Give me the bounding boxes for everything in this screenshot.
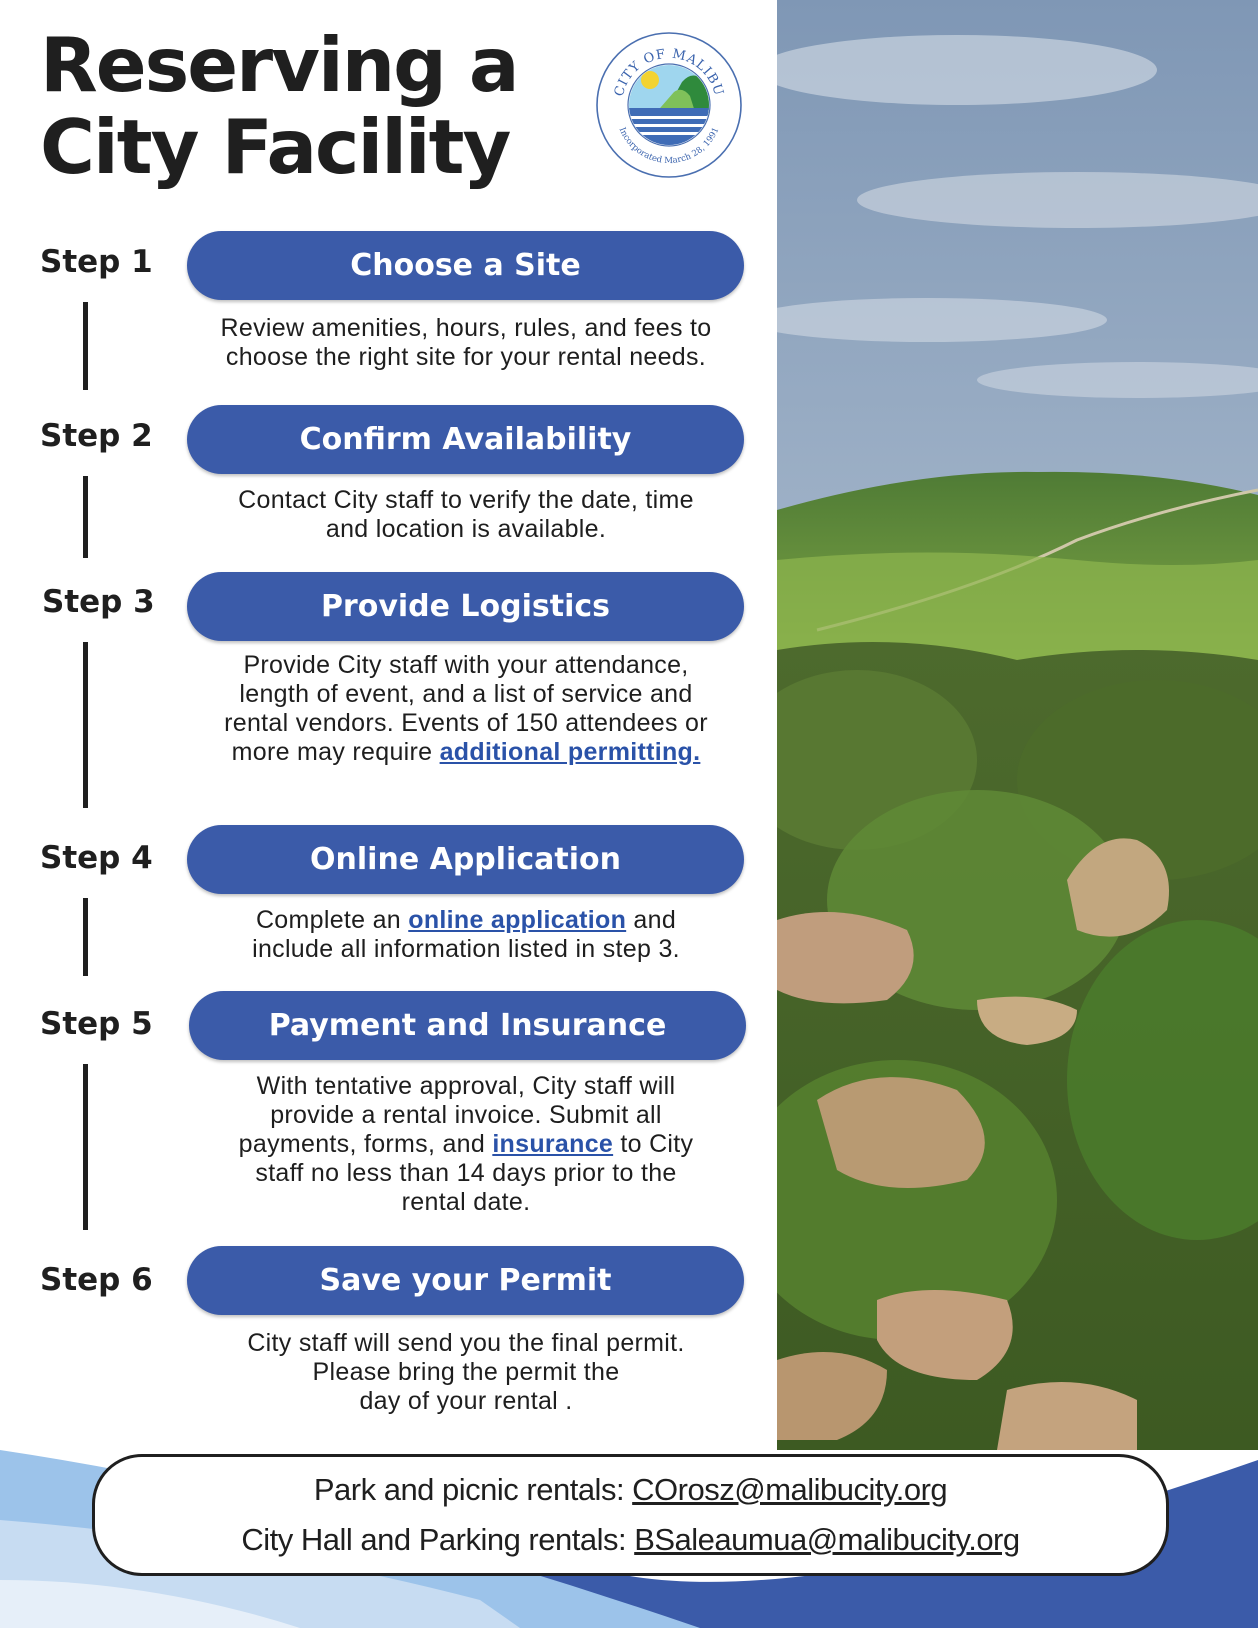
step-5-desc-line: payments, forms, and insurance to City — [175, 1130, 757, 1159]
step-2-desc-line: and location is available. — [325, 515, 607, 543]
step-6-label: Step 6 — [40, 1262, 153, 1298]
contact-label: City Hall and Parking rentals: — [241, 1522, 635, 1557]
step-1-label: Step 1 — [40, 244, 153, 280]
insurance-link[interactable]: insurance — [492, 1130, 614, 1158]
step-2-description: Contact City staff to verify the date, t… — [175, 486, 757, 544]
landscape-photo — [777, 0, 1258, 1450]
step-5-desc-line: rental date. — [401, 1188, 531, 1216]
step-1-desc-line: choose the right site for your rental ne… — [225, 343, 707, 371]
step-6-desc-line: City staff will send you the final permi… — [247, 1329, 685, 1357]
step-4-desc-line: include all information listed in step 3… — [252, 935, 680, 963]
step-2-connector — [83, 476, 88, 558]
contact-park-picnic: Park and picnic rentals: COrosz@malibuci… — [313, 1465, 948, 1515]
step-5-heading: Payment and Insurance — [189, 991, 746, 1060]
contact-label: Park and picnic rentals: — [313, 1472, 633, 1507]
step-6-desc-line: day of your rental . — [359, 1387, 573, 1415]
step-5-connector — [83, 1064, 88, 1230]
title-line-1: Reserving a — [40, 21, 520, 109]
step-6-heading: Save your Permit — [187, 1246, 744, 1315]
step-3-heading: Provide Logistics — [187, 572, 744, 641]
step-2-desc-line: Contact City staff to verify the date, t… — [238, 486, 694, 514]
park-picnic-email-link[interactable]: COrosz@malibucity.org — [632, 1472, 948, 1507]
step-4-desc-line: Complete an online application and — [175, 906, 757, 935]
step-4-heading: Online Application — [187, 825, 744, 894]
contact-city-hall-parking: City Hall and Parking rentals: BSaleaumu… — [241, 1515, 1020, 1565]
city-hall-parking-email-link[interactable]: BSaleaumua@malibucity.org — [634, 1522, 1020, 1557]
step-3-desc-line: length of event, and a list of service a… — [239, 680, 693, 708]
step-6-description: City staff will send you the final permi… — [175, 1329, 757, 1416]
page-title: Reserving a City Facility — [40, 21, 520, 191]
step-5-description: With tentative approval, City staff will… — [175, 1072, 757, 1217]
step-1-description: Review amenities, hours, rules, and fees… — [175, 314, 757, 372]
online-application-link[interactable]: online application — [408, 906, 627, 934]
step-3-label: Step 3 — [42, 584, 155, 620]
step-5-label: Step 5 — [40, 1006, 153, 1042]
additional-permitting-link[interactable]: additional permitting. — [439, 738, 701, 766]
step-6-desc-line: Please bring the permit the — [312, 1358, 620, 1386]
step-3-desc-line: more may require additional permitting. — [175, 738, 757, 767]
step-5-desc-line: With tentative approval, City staff will — [256, 1072, 676, 1100]
step-4-desc-text: Complete an — [255, 906, 409, 934]
step-5-desc-line: staff no less than 14 days prior to the — [255, 1159, 677, 1187]
step-2-heading: Confirm Availability — [187, 405, 744, 474]
step-4-description: Complete an online application and inclu… — [175, 906, 757, 964]
step-3-description: Provide City staff with your attendance,… — [175, 651, 757, 767]
step-3-desc-line: rental vendors. Events of 150 attendees … — [224, 709, 708, 737]
step-4-label: Step 4 — [40, 840, 153, 876]
step-3-connector — [83, 642, 88, 808]
step-1-heading: Choose a Site — [187, 231, 744, 300]
contact-box: Park and picnic rentals: COrosz@malibuci… — [92, 1454, 1169, 1576]
title-line-2: City Facility — [40, 103, 511, 191]
step-2-label: Step 2 — [40, 418, 153, 454]
step-1-desc-line: Review amenities, hours, rules, and fees… — [220, 314, 712, 342]
step-5-desc-line: provide a rental invoice. Submit all — [270, 1101, 662, 1129]
city-seal-logo: CITY OF MALIBU Incorporated March 28, 19… — [596, 32, 742, 178]
step-1-connector — [83, 302, 88, 390]
step-3-desc-line: Provide City staff with your attendance, — [243, 651, 689, 679]
step-5-desc-text: to City — [613, 1130, 694, 1158]
step-3-desc-text: more may require — [231, 738, 440, 766]
step-5-desc-text: payments, forms, and — [238, 1130, 493, 1158]
step-4-desc-text: and — [626, 906, 677, 934]
step-4-connector — [83, 898, 88, 976]
